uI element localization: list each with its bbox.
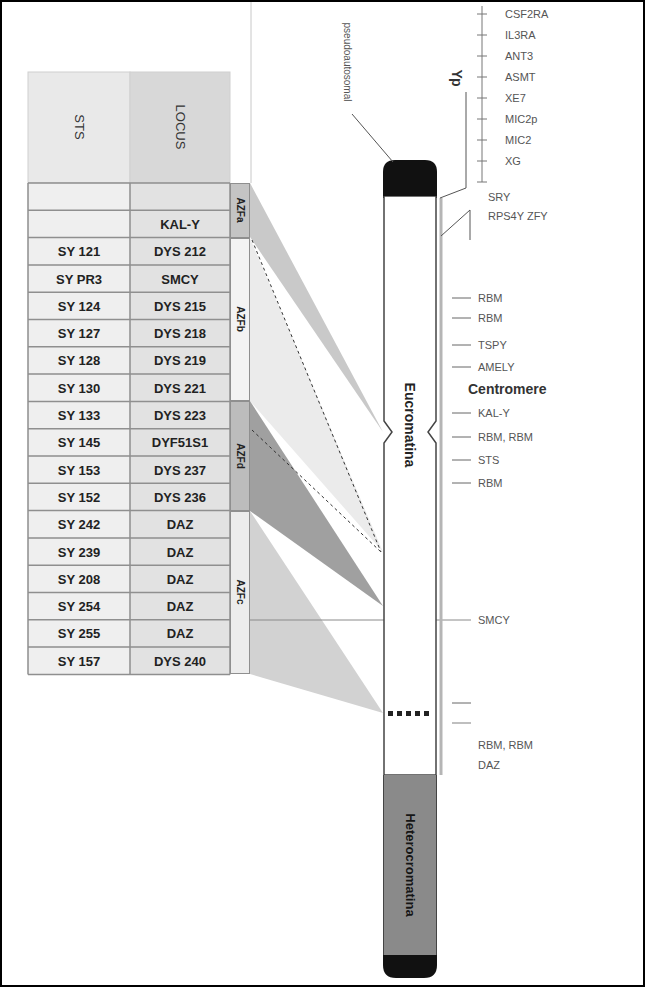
region-label: AZFd xyxy=(235,443,245,469)
table-cell: SY 128 xyxy=(58,354,100,367)
table-cell: SMCY xyxy=(161,272,199,285)
table-cell: DYS 237 xyxy=(154,463,206,476)
gene-label: SRY xyxy=(488,192,510,203)
arm-bracket xyxy=(440,92,466,198)
chromosome-outline xyxy=(383,196,437,775)
band-mark xyxy=(406,711,411,716)
gene-label: XE7 xyxy=(505,93,526,104)
gene-label: RBM, RBM xyxy=(478,432,533,443)
table-cell: DAZ xyxy=(167,627,194,640)
table-cell: DYS 236 xyxy=(154,490,206,503)
gene-label: MIC2 xyxy=(505,135,531,146)
table-cell: DYS 240 xyxy=(154,654,206,667)
table-header-cell xyxy=(130,72,230,183)
table-cell: SY 208 xyxy=(58,572,100,585)
table-cell: DYS 218 xyxy=(154,327,206,340)
gene-label: DAZ xyxy=(478,760,500,771)
leader-line xyxy=(441,210,470,240)
gene-label: RBM xyxy=(478,293,502,304)
table-cell: SY 242 xyxy=(58,518,100,531)
gene-tick xyxy=(452,722,471,724)
table-cell: DAZ xyxy=(167,545,194,558)
panel-divider xyxy=(251,2,252,183)
dashed-mapping-line xyxy=(252,240,381,552)
table-cell: SY 133 xyxy=(58,409,100,422)
table-cell: SY 254 xyxy=(58,600,100,613)
table-cell: SY 145 xyxy=(58,436,100,449)
table-cell: DAZ xyxy=(167,518,194,531)
table-cell: SY 130 xyxy=(58,381,100,394)
gene-label: RBM xyxy=(478,478,502,489)
region-label: Heterocromatina xyxy=(404,813,417,916)
table-cell: DAZ xyxy=(167,600,194,613)
table-cell: DYS 221 xyxy=(154,381,206,394)
table-cell: SY 153 xyxy=(58,463,100,476)
gene-label: STS xyxy=(478,455,499,466)
azf-region: AZFd xyxy=(230,401,250,510)
region-label: Eucromatina xyxy=(403,383,417,468)
gene-label: ANT3 xyxy=(505,51,533,62)
table-header-cell xyxy=(28,72,130,183)
gene-label: KAL-Y xyxy=(478,408,510,419)
table-grid xyxy=(28,183,230,674)
gene-label: IL3RA xyxy=(505,30,536,41)
dashed-mapping-line xyxy=(252,430,381,552)
gene-label: RPS4Y ZFY xyxy=(488,211,548,222)
table-cell: KAL-Y xyxy=(160,217,200,230)
azf-region: AZFa xyxy=(230,183,250,238)
table-cell: SY 124 xyxy=(58,299,100,312)
gene-label: MIC2p xyxy=(505,114,537,125)
telomere-cap xyxy=(383,953,437,978)
region-label: AZFa xyxy=(235,198,245,223)
heterochromatin-region: Heterocromatina xyxy=(383,775,437,955)
table-cell: DYF51S1 xyxy=(152,436,208,449)
chromosome-body xyxy=(384,196,436,775)
arm-label: Yp xyxy=(450,69,464,86)
telomere-cap xyxy=(383,160,437,198)
gene-label: RBM, RBM xyxy=(478,740,533,751)
table-cell: DYS 215 xyxy=(154,299,206,312)
table-header: LOCUS xyxy=(174,105,187,150)
azf-region: AZFb xyxy=(230,238,250,402)
leader-line xyxy=(352,114,393,162)
band-mark xyxy=(388,711,393,716)
table-cell: SY 255 xyxy=(58,627,100,640)
gene-tick xyxy=(452,298,471,703)
gene-label: CSF2RA xyxy=(505,9,548,20)
region-label: AZFb xyxy=(235,307,245,333)
table-cell: DAZ xyxy=(167,572,194,585)
gene-label: SMCY xyxy=(478,615,510,626)
gene-label: TSPY xyxy=(478,340,507,351)
chromosome-shadow xyxy=(440,198,443,775)
table-cell: DYS 223 xyxy=(154,409,206,422)
region-label: AZFc xyxy=(235,580,245,605)
gene-label: ASMT xyxy=(505,72,536,83)
band-mark xyxy=(424,711,429,716)
euchromatin-region: Eucromatina xyxy=(383,196,437,775)
gene-label: XG xyxy=(505,156,521,167)
mapping-wedge xyxy=(250,401,383,606)
table-header: STS xyxy=(73,114,86,139)
azf-region: AZFc xyxy=(230,511,250,675)
band-mark xyxy=(397,711,402,716)
table-cell: DYS 219 xyxy=(154,354,206,367)
band-mark xyxy=(415,711,420,716)
table-cell: SY 127 xyxy=(58,327,100,340)
region-note: pseudoautosomal xyxy=(342,23,352,102)
gene-label: RBM xyxy=(478,313,502,324)
table-cell: DYS 212 xyxy=(154,245,206,258)
mapping-wedge xyxy=(250,183,383,432)
smcy-leader xyxy=(250,620,471,621)
map-ruler xyxy=(477,6,487,182)
table-cell: SY PR3 xyxy=(56,272,102,285)
table-cell: SY 239 xyxy=(58,545,100,558)
centromere-label: Centromere xyxy=(468,382,547,396)
gene-label: AMELY xyxy=(478,362,514,373)
table-cell: SY 157 xyxy=(58,654,100,667)
table-cell: SY 121 xyxy=(58,245,100,258)
table-cell: SY 152 xyxy=(58,490,100,503)
